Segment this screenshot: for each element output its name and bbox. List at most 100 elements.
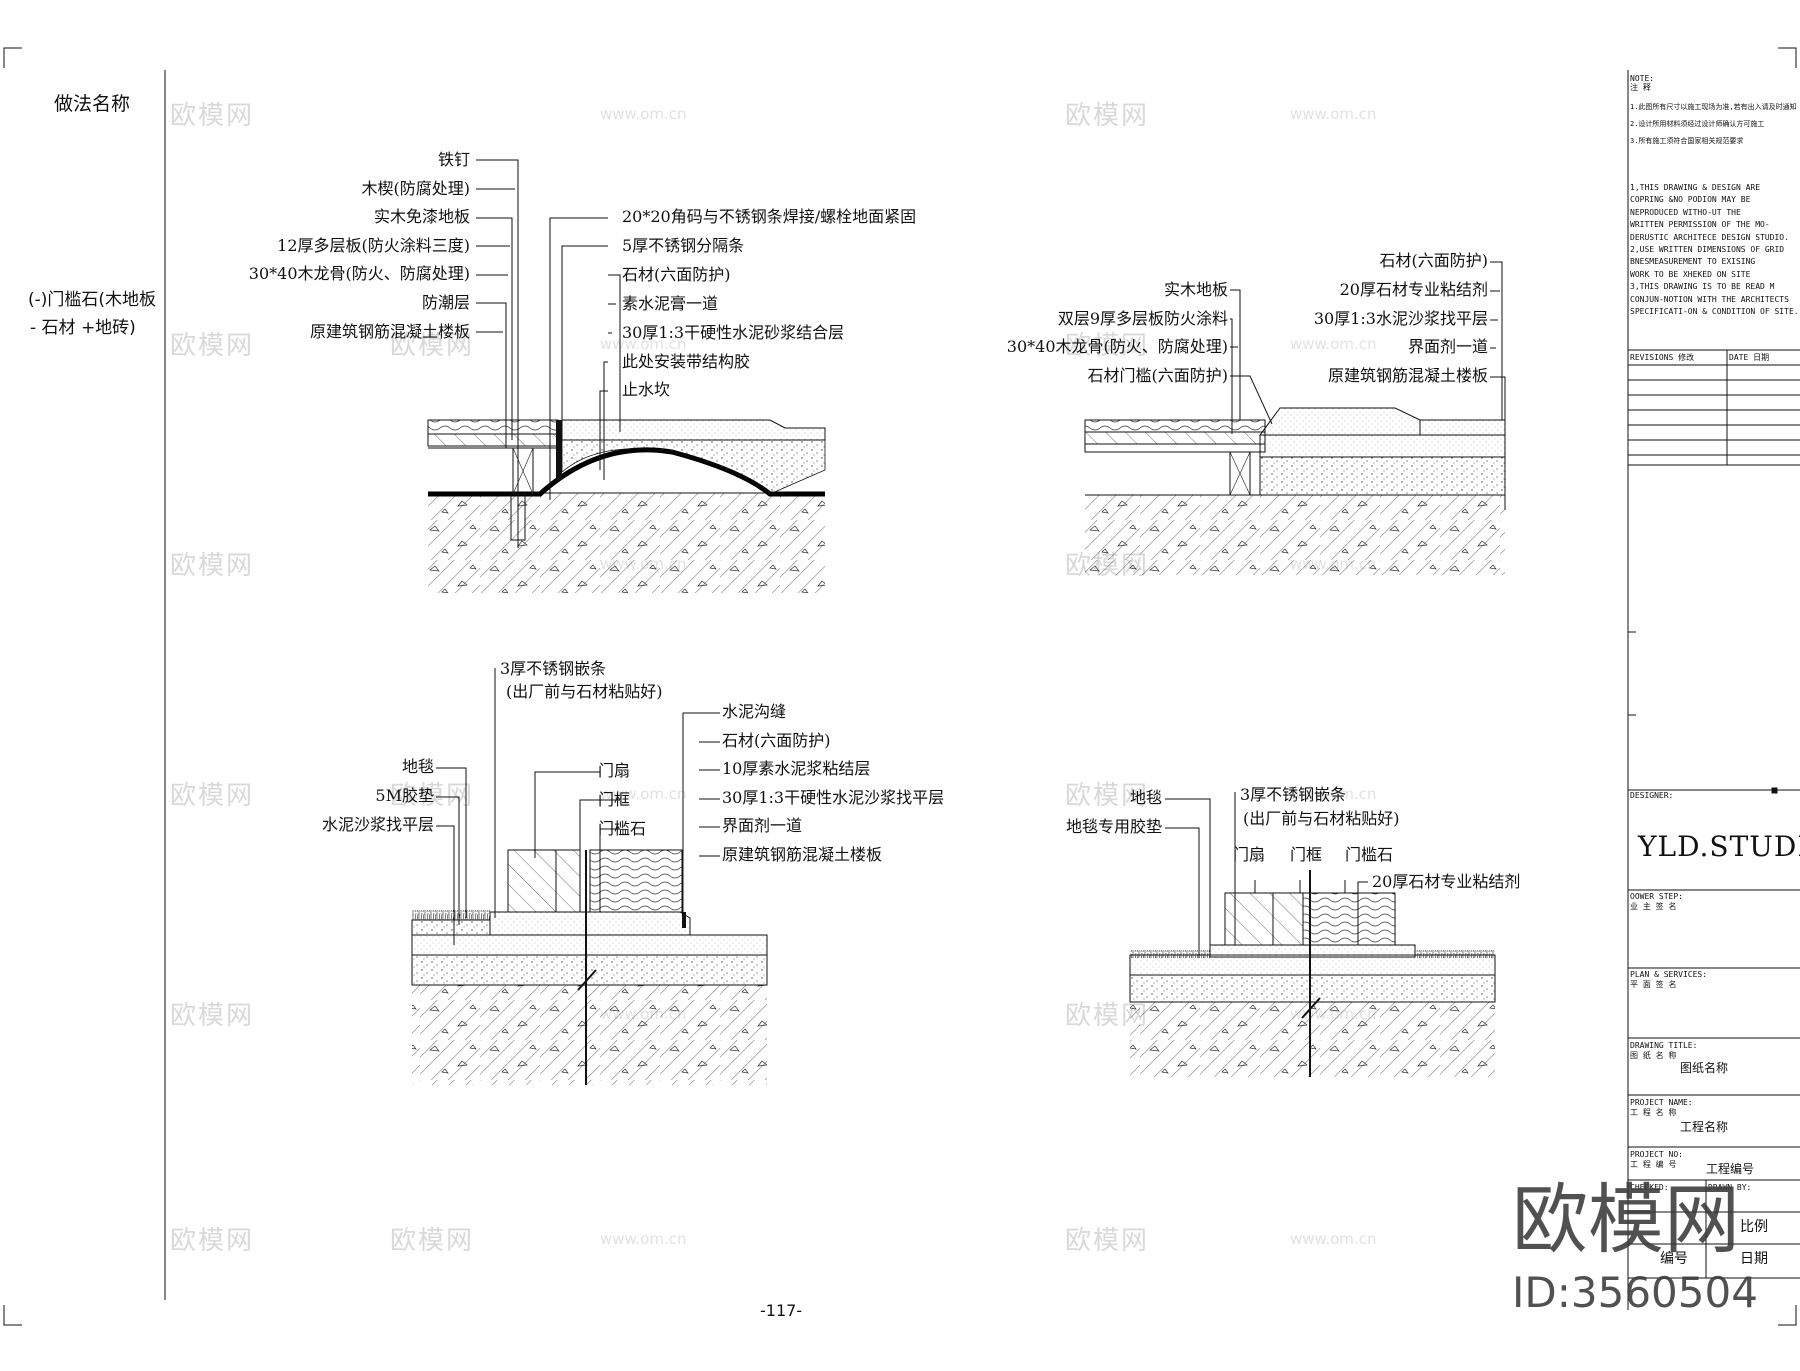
detail-c-section	[411, 668, 768, 1085]
owner-label: OOWER STEP:	[1630, 892, 1683, 901]
detail-c-right-label-5: 原建筑钢筋混凝土楼板	[722, 845, 883, 864]
watermark-brand-1: 欧模网	[1065, 101, 1150, 131]
note-en-line-8: 3,THIS DRAWING IS TO BE READ M	[1630, 282, 1775, 292]
watermark-brand-22: 欧模网	[170, 1226, 255, 1256]
watermark-url-7: www.om.cn	[600, 335, 687, 353]
sheet-frame	[3, 47, 1797, 1326]
detail-a-right-label-6: 止水坎	[622, 380, 671, 400]
project-no-cn: 工 程 编 号	[1630, 1160, 1677, 1169]
note-en-line-9: CONJUN-NOTION WITH THE ARCHITECTS	[1630, 294, 1789, 304]
detail-c-left-label-0: 地毯	[401, 757, 434, 776]
detail-b-right-label-3: 界面剂一道	[1407, 337, 1488, 357]
title-block-frame	[1627, 70, 1800, 1310]
detail-c-right-label-1: 石材(六面防护)	[722, 730, 831, 750]
detail-a-left-label-0: 铁钉	[437, 150, 470, 169]
detail-c-left-label-1: 5M胶垫	[375, 786, 434, 805]
watermark-url-26: www.om.cn	[1290, 1230, 1377, 1248]
note-cn: 注 释	[1630, 83, 1651, 92]
detail-a-right-label-4: 30厚1:3干硬性水泥砂浆结合层	[622, 322, 845, 342]
detail-d-left-label-0: 地毯	[1129, 788, 1162, 807]
detail-d-mid-label-1: 门框	[1290, 845, 1323, 864]
detail-c-right-label-0: 水泥沟缝	[722, 702, 787, 721]
watermark-brand-9: 欧模网	[170, 551, 255, 581]
detail-c-right-label-3: 30厚1:3干硬性水泥沙浆找平层	[722, 787, 945, 807]
detail-c-mid-label-2: 门槛石	[598, 819, 647, 838]
watermark-url-2: www.om.cn	[600, 105, 687, 123]
watermark-url-16: www.om.cn	[600, 785, 687, 803]
watermark-url-3: www.om.cn	[1290, 105, 1377, 123]
project-name-label: PROJECT NAME:	[1630, 1098, 1693, 1107]
id-watermark: ID:3560504	[1512, 1268, 1758, 1317]
watermark-url-8: www.om.cn	[1290, 335, 1377, 353]
detail-b-left-label-0: 实木地板	[1163, 280, 1228, 299]
plan-label: PLAN & SERVICES:	[1630, 970, 1708, 979]
designer-label: DESIGNER:	[1630, 791, 1674, 800]
detail-a-left-label-5: 防潮层	[421, 293, 470, 312]
detail-d-left-label-1: 地毯专用胶垫	[1065, 817, 1162, 836]
watermark-url-25: www.om.cn	[600, 1230, 687, 1248]
detail-a-right-label-2: 石材(六面防护)	[622, 264, 731, 284]
plan-cn: 平 面 签 名	[1630, 980, 1677, 989]
detail-b-section	[1084, 261, 1506, 575]
detail-b-right-label-0: 石材(六面防护)	[1379, 251, 1489, 270]
note-header: NOTE:	[1630, 74, 1655, 83]
detail-a-left-label-6: 原建筑钢筋混凝土楼板	[309, 321, 470, 341]
detail-d-top-label-1: 3厚不锈钢嵌条	[1240, 785, 1347, 804]
method-header: 做法名称	[54, 93, 131, 115]
watermark-brand-18: 欧模网	[170, 1001, 255, 1031]
detail-b-left-label-1: 双层9厚多层板防火涂料	[1057, 308, 1228, 328]
watermark-brand-4: 欧模网	[170, 331, 255, 361]
detail-a-section	[427, 159, 826, 593]
watermark-brand-13: 欧模网	[170, 781, 255, 811]
detail-a-left-label-3: 12厚多层板(防火涂料三度)	[277, 235, 470, 255]
detail-c-top-label-2: (出厂前与石材粘贴好)	[506, 682, 663, 701]
detail-d-label-right: 20厚石材专业粘结剂	[1372, 872, 1521, 891]
detail-c-mid-label-1: 门框	[598, 790, 631, 809]
detail-d-mid-label-2: 门槛石	[1345, 845, 1394, 864]
studio-name: YLD.STUDIO	[1638, 830, 1800, 863]
note-en-line-2: NEPRODUCED WITHO-UT THE	[1630, 207, 1741, 217]
project-name-cn: 工 程 名 称	[1630, 1108, 1677, 1117]
watermark-url-24: 欧模网	[390, 1226, 475, 1256]
drawing-title-value: 图纸名称	[1680, 1061, 1729, 1075]
note-en-line-3: WRITTEN PERMISSION OF THE MO-	[1630, 220, 1770, 230]
detail-a-right-label-1: 5厚不锈钢分隔条	[622, 235, 745, 255]
detail-c-mid-label-0: 门扇	[598, 761, 631, 780]
watermark-url-17: www.om.cn	[1290, 785, 1377, 803]
detail-c-top-label-1: 3厚不锈钢嵌条	[500, 659, 607, 678]
scale-value: 比例	[1740, 1219, 1768, 1235]
method-name-line1: (-)门槛石(木地板	[28, 290, 157, 310]
detail-a-left-label-2: 实木免漆地板	[373, 207, 470, 227]
detail-c-right-label-2: 10厚素水泥浆粘结层	[722, 759, 871, 779]
detail-c-right-label-4: 界面剂一道	[722, 816, 803, 836]
detail-c-left-label-2: 水泥沙浆找平层	[321, 815, 434, 834]
drawing-title-cn: 图 纸 名 称	[1630, 1051, 1677, 1060]
note-cn-line-1: 2.设计所用材料须经过设计师确认方可施工	[1630, 120, 1765, 128]
note-en-line-10: SPECIFICATI-ON & CONDITION OF SITE.	[1630, 307, 1799, 316]
project-no-label: PROJECT NO:	[1630, 1150, 1683, 1159]
detail-b-right-label-2: 30厚1:3水泥沙浆找平层	[1313, 308, 1488, 328]
note-en-line-4: DERUSTIC ARCHITECE DESIGN STUDIO.	[1630, 232, 1789, 242]
watermark-brand-5: 欧模网	[1065, 331, 1150, 361]
project-no-value: 工程编号	[1706, 1162, 1755, 1176]
watermark-brand-0: 欧模网	[170, 101, 255, 131]
detail-d-section	[1129, 792, 1496, 1077]
detail-b-left-label-2: 30*40木龙骨(防火、防腐处理)	[1006, 337, 1228, 357]
note-en-line-7: WORK TO BE XHEKED ON SITE	[1630, 269, 1751, 279]
watermark-url-15: 欧模网	[390, 781, 475, 811]
note-en-line-6: BNESMEASUREMENT TO EXISING	[1630, 257, 1756, 267]
watermark-url-6: 欧模网	[390, 331, 475, 361]
detail-b-right-label-1: 20厚石材专业粘结剂	[1339, 279, 1488, 299]
detail-a-right-label-3: 素水泥膏一道	[622, 293, 719, 313]
detail-d-top-label-2: (出厂前与石材粘贴好)	[1243, 809, 1400, 828]
note-en-line-0: 1,THIS DRAWING & DESIGN ARE	[1630, 183, 1761, 192]
revisions-label: REVISIONS 修改	[1630, 353, 1695, 362]
date-value: 日期	[1740, 1251, 1768, 1267]
method-name-line2: - 石材 +地砖)	[30, 318, 136, 338]
note-en-line-1: COPRING &NO PODION MAY BE	[1630, 195, 1751, 205]
checked-label: CHECKED:	[1630, 1183, 1669, 1192]
detail-a-right-label-0: 20*20角码与不锈钢条焊接/螺栓地面紧固	[622, 207, 917, 226]
brand-watermark: 欧模网	[1512, 1175, 1740, 1264]
